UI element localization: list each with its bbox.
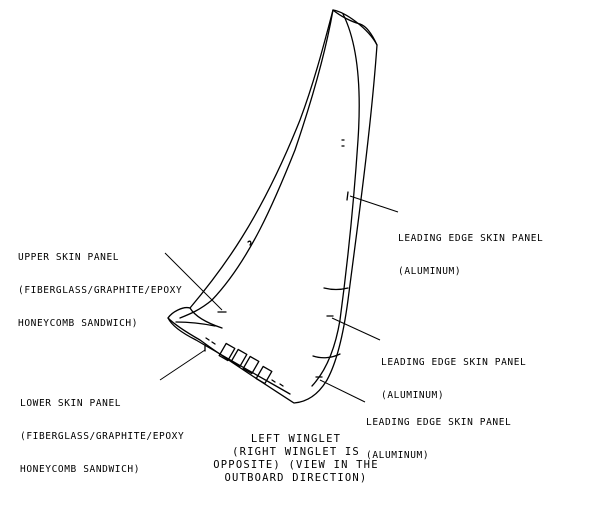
callout-material: (ALUMINUM)	[366, 450, 430, 461]
callout-leading-edge-lower: LEADING EDGE SKIN PANEL (ALUMINUM)	[366, 395, 511, 483]
fastener-row	[205, 337, 284, 387]
callout-lower-skin-panel: LOWER SKIN PANEL (FIBERGLASS/GRAPHITE/EP…	[20, 376, 184, 497]
fastener-marks	[341, 139, 345, 147]
callout-leading-edge-upper: LEADING EDGE SKIN PANEL (ALUMINUM)	[398, 211, 543, 299]
root-fairing	[175, 321, 216, 327]
leader-lower-skin	[159, 349, 206, 381]
tip-cap	[332, 9, 378, 46]
leader-leading-edge-middle	[331, 317, 381, 341]
access-panel-1	[218, 342, 236, 362]
callout-construction: HONEYCOMB SANDWICH)	[18, 318, 139, 329]
callout-material: (ALUMINUM)	[398, 266, 462, 277]
callout-upper-skin-panel: UPPER SKIN PANEL (FIBERGLASS/GRAPHITE/EP…	[18, 230, 182, 351]
tick-upper-le	[346, 191, 349, 201]
callout-material: (FIBERGLASS/GRAPHITE/EPOXY	[18, 285, 183, 296]
callout-material: (ALUMINUM)	[381, 390, 445, 401]
winglet-outline	[167, 9, 378, 404]
callout-title: LEADING EDGE SKIN PANEL	[381, 357, 527, 368]
callout-title: UPPER SKIN PANEL	[18, 252, 120, 263]
access-panel-3	[242, 355, 260, 375]
callout-title: LOWER SKIN PANEL	[20, 398, 122, 409]
callout-title: LEADING EDGE SKIN PANEL	[398, 233, 544, 244]
callout-leading-edge-middle: LEADING EDGE SKIN PANEL (ALUMINUM)	[381, 335, 526, 423]
leader-leading-edge-lower	[319, 379, 366, 403]
panel-joint-middle	[323, 287, 349, 291]
trailing-edge-line	[179, 9, 334, 319]
callout-material: (FIBERGLASS/GRAPHITE/EPOXY	[20, 431, 185, 442]
leader-leading-edge-upper	[349, 195, 399, 213]
access-panel-2	[230, 348, 248, 368]
caption-line: OPPOSITE) (VIEW IN THE	[213, 459, 379, 471]
caption-line: OUTBOARD DIRECTION)	[224, 472, 368, 484]
panel-joint-lower	[312, 353, 341, 359]
upper-panel-tick	[247, 240, 252, 246]
root-section	[167, 317, 291, 395]
callout-title: LEADING EDGE SKIN PANEL	[366, 417, 512, 428]
access-panel-4	[255, 365, 273, 385]
leading-edge-seam	[311, 13, 360, 387]
callout-construction: HONEYCOMB SANDWICH)	[20, 464, 141, 475]
caption-line: (RIGHT WINGLET IS	[232, 446, 360, 458]
leader-upper-skin	[164, 252, 223, 311]
caption-line: LEFT WINGLET	[250, 433, 342, 445]
root-inner	[189, 307, 223, 329]
figure-caption: LEFT WINGLET (RIGHT WINGLET IS OPPOSITE)…	[0, 433, 592, 485]
